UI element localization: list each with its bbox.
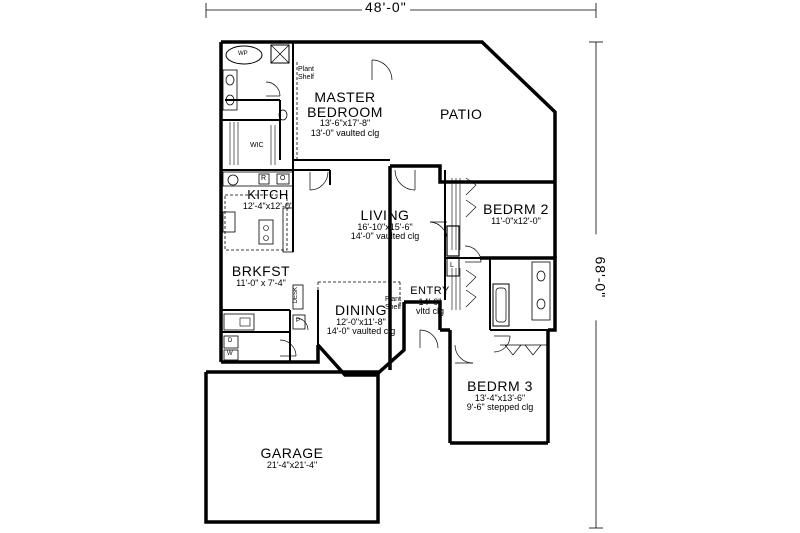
master-size: 13'-6"x17'-8" xyxy=(319,118,371,129)
refrigerator-label: O xyxy=(280,175,286,182)
wic-label: WIC xyxy=(250,142,264,149)
washer-box xyxy=(223,349,239,361)
breakfast-label: BRKFST 11'-0" x 7'-4" xyxy=(228,264,294,288)
shower xyxy=(270,44,290,64)
hall-vanity xyxy=(531,261,551,321)
bedroom2-name: BEDRM 2 xyxy=(483,201,549,217)
bedroom3-size: 13'-4"x13'-6" xyxy=(474,392,526,403)
kitchen-sink xyxy=(222,211,236,233)
overall-depth-label: 68'-0" xyxy=(592,234,608,321)
bedrm2-closet xyxy=(451,177,477,250)
breakfast-name: BRKFST xyxy=(231,263,291,279)
kitchen-island xyxy=(258,219,274,245)
bedroom2-label: BEDRM 2 11'-0"x12'-0" xyxy=(476,202,556,226)
bedrm3-closet-doors xyxy=(500,344,548,356)
patio-label: PATIO xyxy=(440,106,483,122)
entry-label: ENTRY 14'-0" vltd clg xyxy=(404,285,456,316)
dining-size: 12'-0"x11'-8" xyxy=(336,316,386,327)
bedroom3-label: BEDRM 3 13'-4"x13'-6" 9'-6" stepped clg xyxy=(452,379,548,413)
range-box xyxy=(258,173,270,185)
breakfast-size: 11'-0" x 7'-4" xyxy=(236,277,286,288)
plant-shelf-entry-line1: Plant xyxy=(385,296,401,303)
master-toilet xyxy=(278,109,288,121)
living-label: LIVING 16'-10"x15'-6" 14'-0" vaulted clg xyxy=(335,208,435,242)
washer-label: W xyxy=(227,351,233,357)
entry-size: 14'-0" xyxy=(418,296,442,307)
fireplace xyxy=(446,225,460,257)
plant-shelf-entry-line2: Shelf xyxy=(385,303,401,311)
living-size: 16'-10"x15'-6" xyxy=(357,221,413,232)
desk-box xyxy=(292,284,304,310)
plant-shelf-master-line1: Plant xyxy=(298,66,314,73)
whirlpool-label: WP xyxy=(238,51,248,57)
master-vanity xyxy=(222,69,238,111)
overall-width-label: 48'-0" xyxy=(362,0,410,15)
bedrm3-closet xyxy=(451,268,477,310)
linen-closet xyxy=(446,257,460,277)
plant-shelf-master: Plant Shelf xyxy=(298,66,314,81)
bedroom3-ceiling: 9'-6" stepped clg xyxy=(466,402,534,413)
garage-size: 21'-4"x21'-4" xyxy=(266,459,318,470)
master-name-line2: BEDROOM xyxy=(307,103,383,120)
hall-bathtub xyxy=(492,283,510,327)
garage-name: GARAGE xyxy=(260,445,324,461)
entry-name: ENTRY xyxy=(410,285,450,297)
kitchen-label: KITCH 12'-4"x12'-0" xyxy=(238,188,298,211)
master-bedroom-label: MASTER BEDROOM 13'-6"x17'-8" 13'-0" vaul… xyxy=(300,90,390,138)
pantry-counter xyxy=(282,207,294,253)
plant-shelf-entry: Plant Shelf xyxy=(385,296,401,311)
dryer-box xyxy=(223,335,239,349)
master-ceiling: 13'-0" vaulted clg xyxy=(310,127,380,138)
living-name: LIVING xyxy=(360,207,410,223)
bedroom3-name: BEDRM 3 xyxy=(467,378,533,394)
range-label: R xyxy=(261,175,267,182)
laundry-sink xyxy=(223,313,255,331)
garage-label: GARAGE 21'-4"x21'-4" xyxy=(232,446,352,470)
desk-label: DESK xyxy=(293,286,300,304)
pantry-label: P xyxy=(296,318,301,324)
refrigerator-box xyxy=(276,173,290,185)
dashed-lines xyxy=(224,62,401,305)
plant-shelf-master-line2: Shelf xyxy=(298,73,314,81)
wic-shelving xyxy=(229,122,276,165)
exterior-walls xyxy=(204,40,557,524)
door-swings xyxy=(265,59,511,364)
living-ceiling: 14'-0" vaulted clg xyxy=(350,231,420,242)
whirlpool-tub xyxy=(225,45,263,65)
kitchen-counter xyxy=(222,171,294,187)
lazy-susan-icon xyxy=(227,174,239,186)
dining-label: DINING 12'-0"x11'-8" 14'-0" vaulted clg xyxy=(318,303,404,337)
kitchen-size: 12'-4"x12'-0" xyxy=(242,200,294,211)
dryer-label: D xyxy=(228,338,233,344)
dining-ceiling: 14'-0" vaulted clg xyxy=(326,326,396,337)
dining-name: DINING xyxy=(335,302,387,318)
bedroom2-size: 11'-0"x12'-0" xyxy=(491,215,541,226)
linen-label: L xyxy=(450,262,454,269)
entry-ceiling: vltd clg xyxy=(415,305,444,316)
master-name-line1: MASTER xyxy=(314,89,376,105)
kitchen-name: KITCH xyxy=(247,187,289,202)
